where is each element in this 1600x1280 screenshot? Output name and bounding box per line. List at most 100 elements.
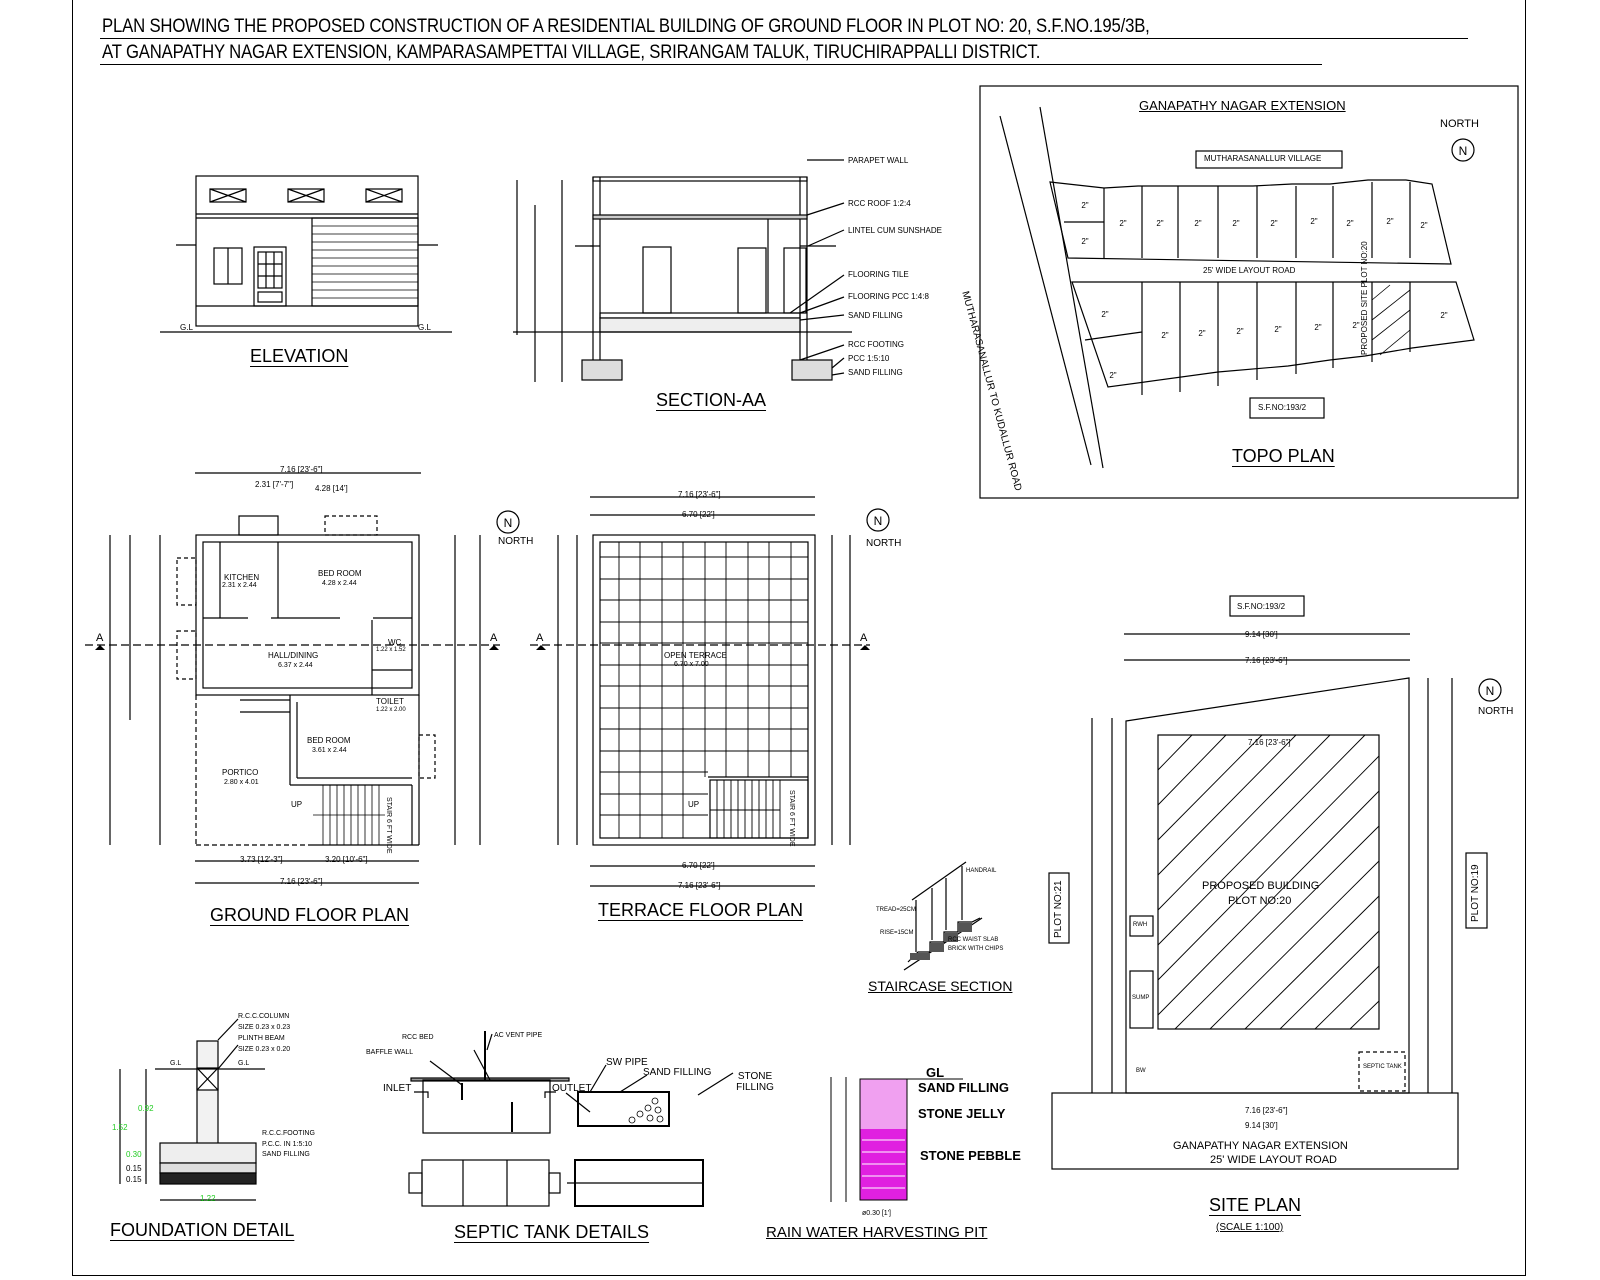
elevation-caption: ELEVATION: [250, 346, 349, 366]
stair-label-waist-slab: RCC WAIST SLAB: [948, 937, 999, 943]
gf-dim-bottom-2: 3.20 [10'-6"]: [325, 855, 368, 864]
svg-text:2": 2": [1420, 221, 1427, 230]
stair-label-brick: BRICK WITH CHIPS: [948, 946, 1004, 952]
site-caption: SITE PLAN: [1209, 1195, 1302, 1215]
svg-text:2": 2": [1386, 217, 1393, 226]
gf-room-bedroom1-size: 4.28 x 2.44: [322, 580, 357, 587]
terrace-room-size: 6.70 x 7.00: [674, 661, 709, 668]
gf-room-bedroom2-size: 3.61 x 2.44: [312, 747, 347, 754]
foundation-dim-015b: 0.15: [126, 1175, 142, 1184]
rwh-layer-pebble: STONE PEBBLE: [920, 1148, 1021, 1163]
svg-text:G.L: G.L: [418, 323, 431, 332]
gf-room-portico-size: 2.80 x 4.01: [224, 779, 259, 786]
site-dim-inner-bottom: 7.16 [23'-6"]: [1245, 1106, 1288, 1115]
site-bw-label: BW: [1136, 1068, 1146, 1074]
gf-dim-top-bedroom: 4.28 [14']: [315, 484, 348, 493]
site-dim-total-top: 9.14 [30']: [1245, 630, 1278, 639]
site-plot-label: PLOT NO:20: [1228, 895, 1292, 907]
terrace-section-marker-left: A: [536, 632, 544, 644]
foundation-dim-015a: 0.15: [126, 1164, 142, 1173]
gf-room-bedroom2-name: BED ROOM: [307, 736, 351, 745]
septic-label-vent-pipe: AC VENT PIPE: [494, 1032, 543, 1039]
gf-up-label: UP: [291, 800, 303, 809]
gf-room-hall-name: HALL/DINING: [268, 651, 319, 660]
site-scale: (SCALE 1:100): [1216, 1222, 1284, 1233]
foundation-label-plinth: PLINTH BEAM: [238, 1035, 285, 1042]
section-label-flooring-pcc: FLOORING PCC 1:4:8: [848, 292, 929, 301]
gf-room-toilet-name: TOILET: [376, 697, 404, 706]
staircase-caption: STAIRCASE SECTION: [868, 978, 1013, 994]
section-label-sand-filling: SAND FILLING: [848, 311, 903, 320]
svg-text:N: N: [874, 514, 883, 528]
svg-text:2": 2": [1156, 219, 1163, 228]
gf-room-hall-size: 6.37 x 2.44: [278, 662, 313, 669]
septic-label-sw-pipe: SW PIPE: [606, 1057, 648, 1068]
svg-text:2": 2": [1270, 219, 1277, 228]
gf-section-marker-left: A: [96, 632, 104, 644]
foundation-label-pcc: P.C.C. IN 1:5:10: [262, 1141, 313, 1148]
site-north-label: NORTH: [1478, 706, 1514, 717]
gf-room-wc-size: 1.22 x 1.52: [376, 647, 406, 653]
svg-text:2": 2": [1274, 325, 1281, 334]
svg-text:2": 2": [1081, 237, 1088, 246]
site-sf-no: S.F.NO:193/2: [1237, 602, 1286, 611]
site-rwh-label: RWH: [1133, 922, 1148, 928]
site-road-line-2: 25' WIDE LAYOUT ROAD: [1210, 1154, 1337, 1166]
svg-text:2": 2": [1440, 311, 1447, 320]
title-line-2: AT GANAPATHY NAGAR EXTENSION, KAMPARASAM…: [102, 42, 1041, 63]
site-sump-label: SUMP: [1132, 995, 1150, 1001]
section-label-pcc: PCC 1:5:10: [848, 354, 890, 363]
gf-section-marker-right: A: [490, 632, 498, 644]
gf-dim-bottom-total: 7.16 [23'-6"]: [280, 877, 323, 886]
gf-dim-top-kitchen: 2.31 [7'-7"]: [255, 480, 294, 489]
svg-text:N: N: [1459, 144, 1468, 158]
topo-caption: TOPO PLAN: [1232, 446, 1335, 466]
svg-text:N: N: [504, 516, 513, 530]
section-label-rcc-roof: RCC ROOF 1:2:4: [848, 199, 911, 208]
svg-text:2": 2": [1352, 321, 1359, 330]
site-dim-total-bottom: 9.14 [30']: [1245, 1121, 1278, 1130]
septic-label-inlet: INLET: [383, 1083, 412, 1094]
septic-label-stone-filling: STONE FILLING: [736, 1071, 774, 1093]
terrace-dim-inner-bottom: 6.70 [22']: [682, 861, 715, 870]
gf-room-wc-name: WC: [388, 638, 402, 647]
terrace-section-marker-right: A: [860, 632, 868, 644]
section-label-parapet: PARAPET WALL: [848, 156, 909, 165]
foundation-label-column-size: SIZE 0.23 x 0.23: [238, 1024, 291, 1031]
svg-text:2": 2": [1161, 331, 1168, 340]
svg-text:2": 2": [1236, 327, 1243, 336]
gf-north-label: NORTH: [498, 536, 534, 547]
title-line-1: PLAN SHOWING THE PROPOSED CONSTRUCTION O…: [102, 16, 1150, 37]
svg-text:2": 2": [1314, 323, 1321, 332]
terrace-room-name: OPEN TERRACE: [664, 651, 727, 660]
section-label-lintel: LINTEL CUM SUNSHADE: [848, 226, 942, 235]
stair-label-handrail: HANDRAIL: [966, 868, 997, 874]
site-building-label: PROPOSED BUILDING: [1202, 880, 1320, 892]
topo-sf-no: S.F.NO:193/2: [1258, 403, 1307, 412]
rwh-layer-jelly: STONE JELLY: [918, 1106, 1006, 1121]
svg-text:2": 2": [1310, 217, 1317, 226]
svg-text:2": 2": [1346, 219, 1353, 228]
site-dim-inner-top: 7.16 [23'-6"]: [1245, 656, 1288, 665]
rwh-dim-dia: ø0.30 [1']: [862, 1210, 891, 1217]
svg-text:2": 2": [1194, 219, 1201, 228]
topo-north-label: NORTH: [1440, 118, 1479, 130]
septic-label-outlet: OUTLET: [552, 1083, 592, 1094]
gf-room-toilet-size: 1.22 x 2.00: [376, 707, 406, 713]
foundation-label-footing: R.C.C.FOOTING: [262, 1130, 315, 1137]
drawing-sheet-border: [72, 0, 1526, 1276]
terrace-dim-total-top: 7.16 [23'-6"]: [678, 490, 721, 499]
foundation-label-sand: SAND FILLING: [262, 1151, 310, 1158]
title-underline-2: [100, 64, 1322, 65]
stair-label-tread: TREAD=25CM: [876, 907, 916, 913]
site-road-line-1: GANAPATHY NAGAR EXTENSION: [1173, 1140, 1348, 1152]
terrace-north-label: NORTH: [866, 538, 902, 549]
septic-label-rcc-bed: RCC BED: [402, 1034, 434, 1041]
